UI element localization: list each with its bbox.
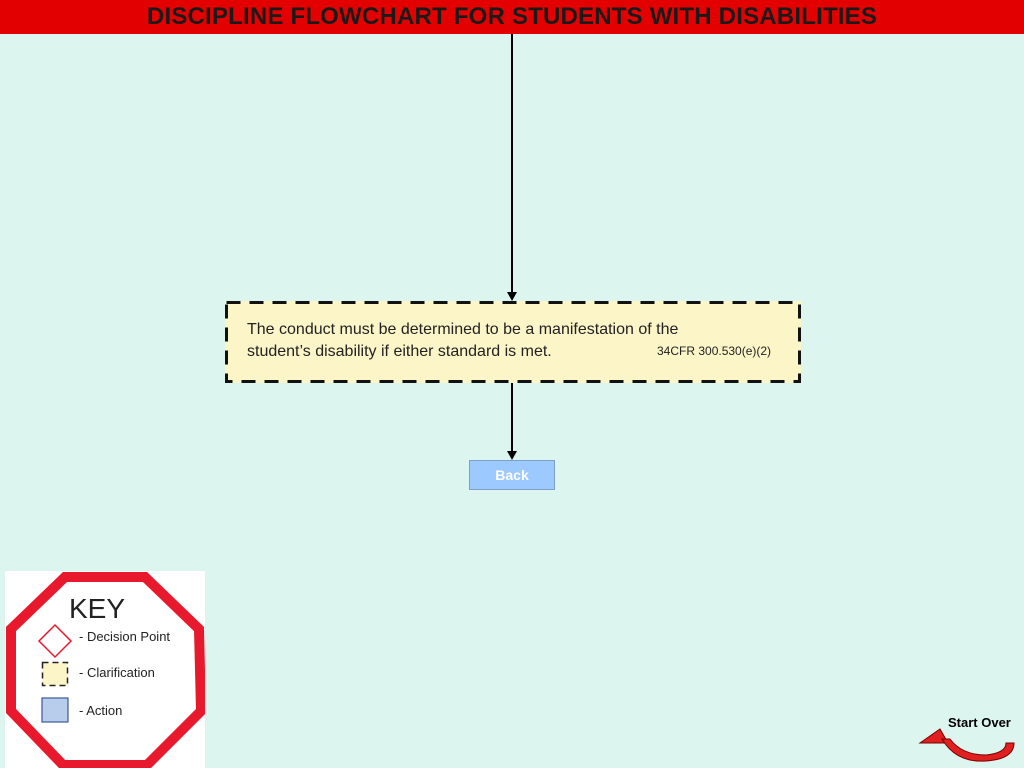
key-label-decision-point: - Decision Point	[79, 629, 171, 644]
title-bar: DISCIPLINE FLOWCHART FOR STUDENTS WITH D…	[0, 0, 1024, 34]
arrowhead-down-icon	[507, 451, 517, 460]
connector-line-bottom	[511, 383, 513, 452]
connector-line-top	[511, 34, 513, 293]
start-over-label: Start Over	[948, 715, 1011, 730]
clarification-citation: 34CFR 300.530(e)(2)	[657, 344, 772, 358]
key-label-action: - Action	[79, 703, 123, 718]
key-title: KEY	[69, 593, 126, 624]
arrowhead-down-icon	[507, 292, 517, 301]
red-diamond-icon	[37, 623, 73, 659]
dashed-yellow-square-icon	[41, 661, 69, 687]
blue-square-icon	[41, 697, 69, 723]
dashed-border	[225, 301, 801, 383]
clarification-text: The conduct must be determined to be a m…	[247, 321, 679, 360]
back-button[interactable]: Back	[469, 460, 555, 490]
page-title: DISCIPLINE FLOWCHART FOR STUDENTS WITH D…	[146, 3, 878, 30]
key-label-clarification: - Clarification	[79, 665, 155, 680]
start-over-button[interactable]: Start Over	[916, 713, 1020, 765]
curved-return-arrow-icon	[918, 728, 1015, 762]
key-legend: KEY - Decision Point - Clarification - A…	[5, 571, 205, 768]
clarification-box: The conduct must be determined to be a m…	[225, 301, 801, 383]
